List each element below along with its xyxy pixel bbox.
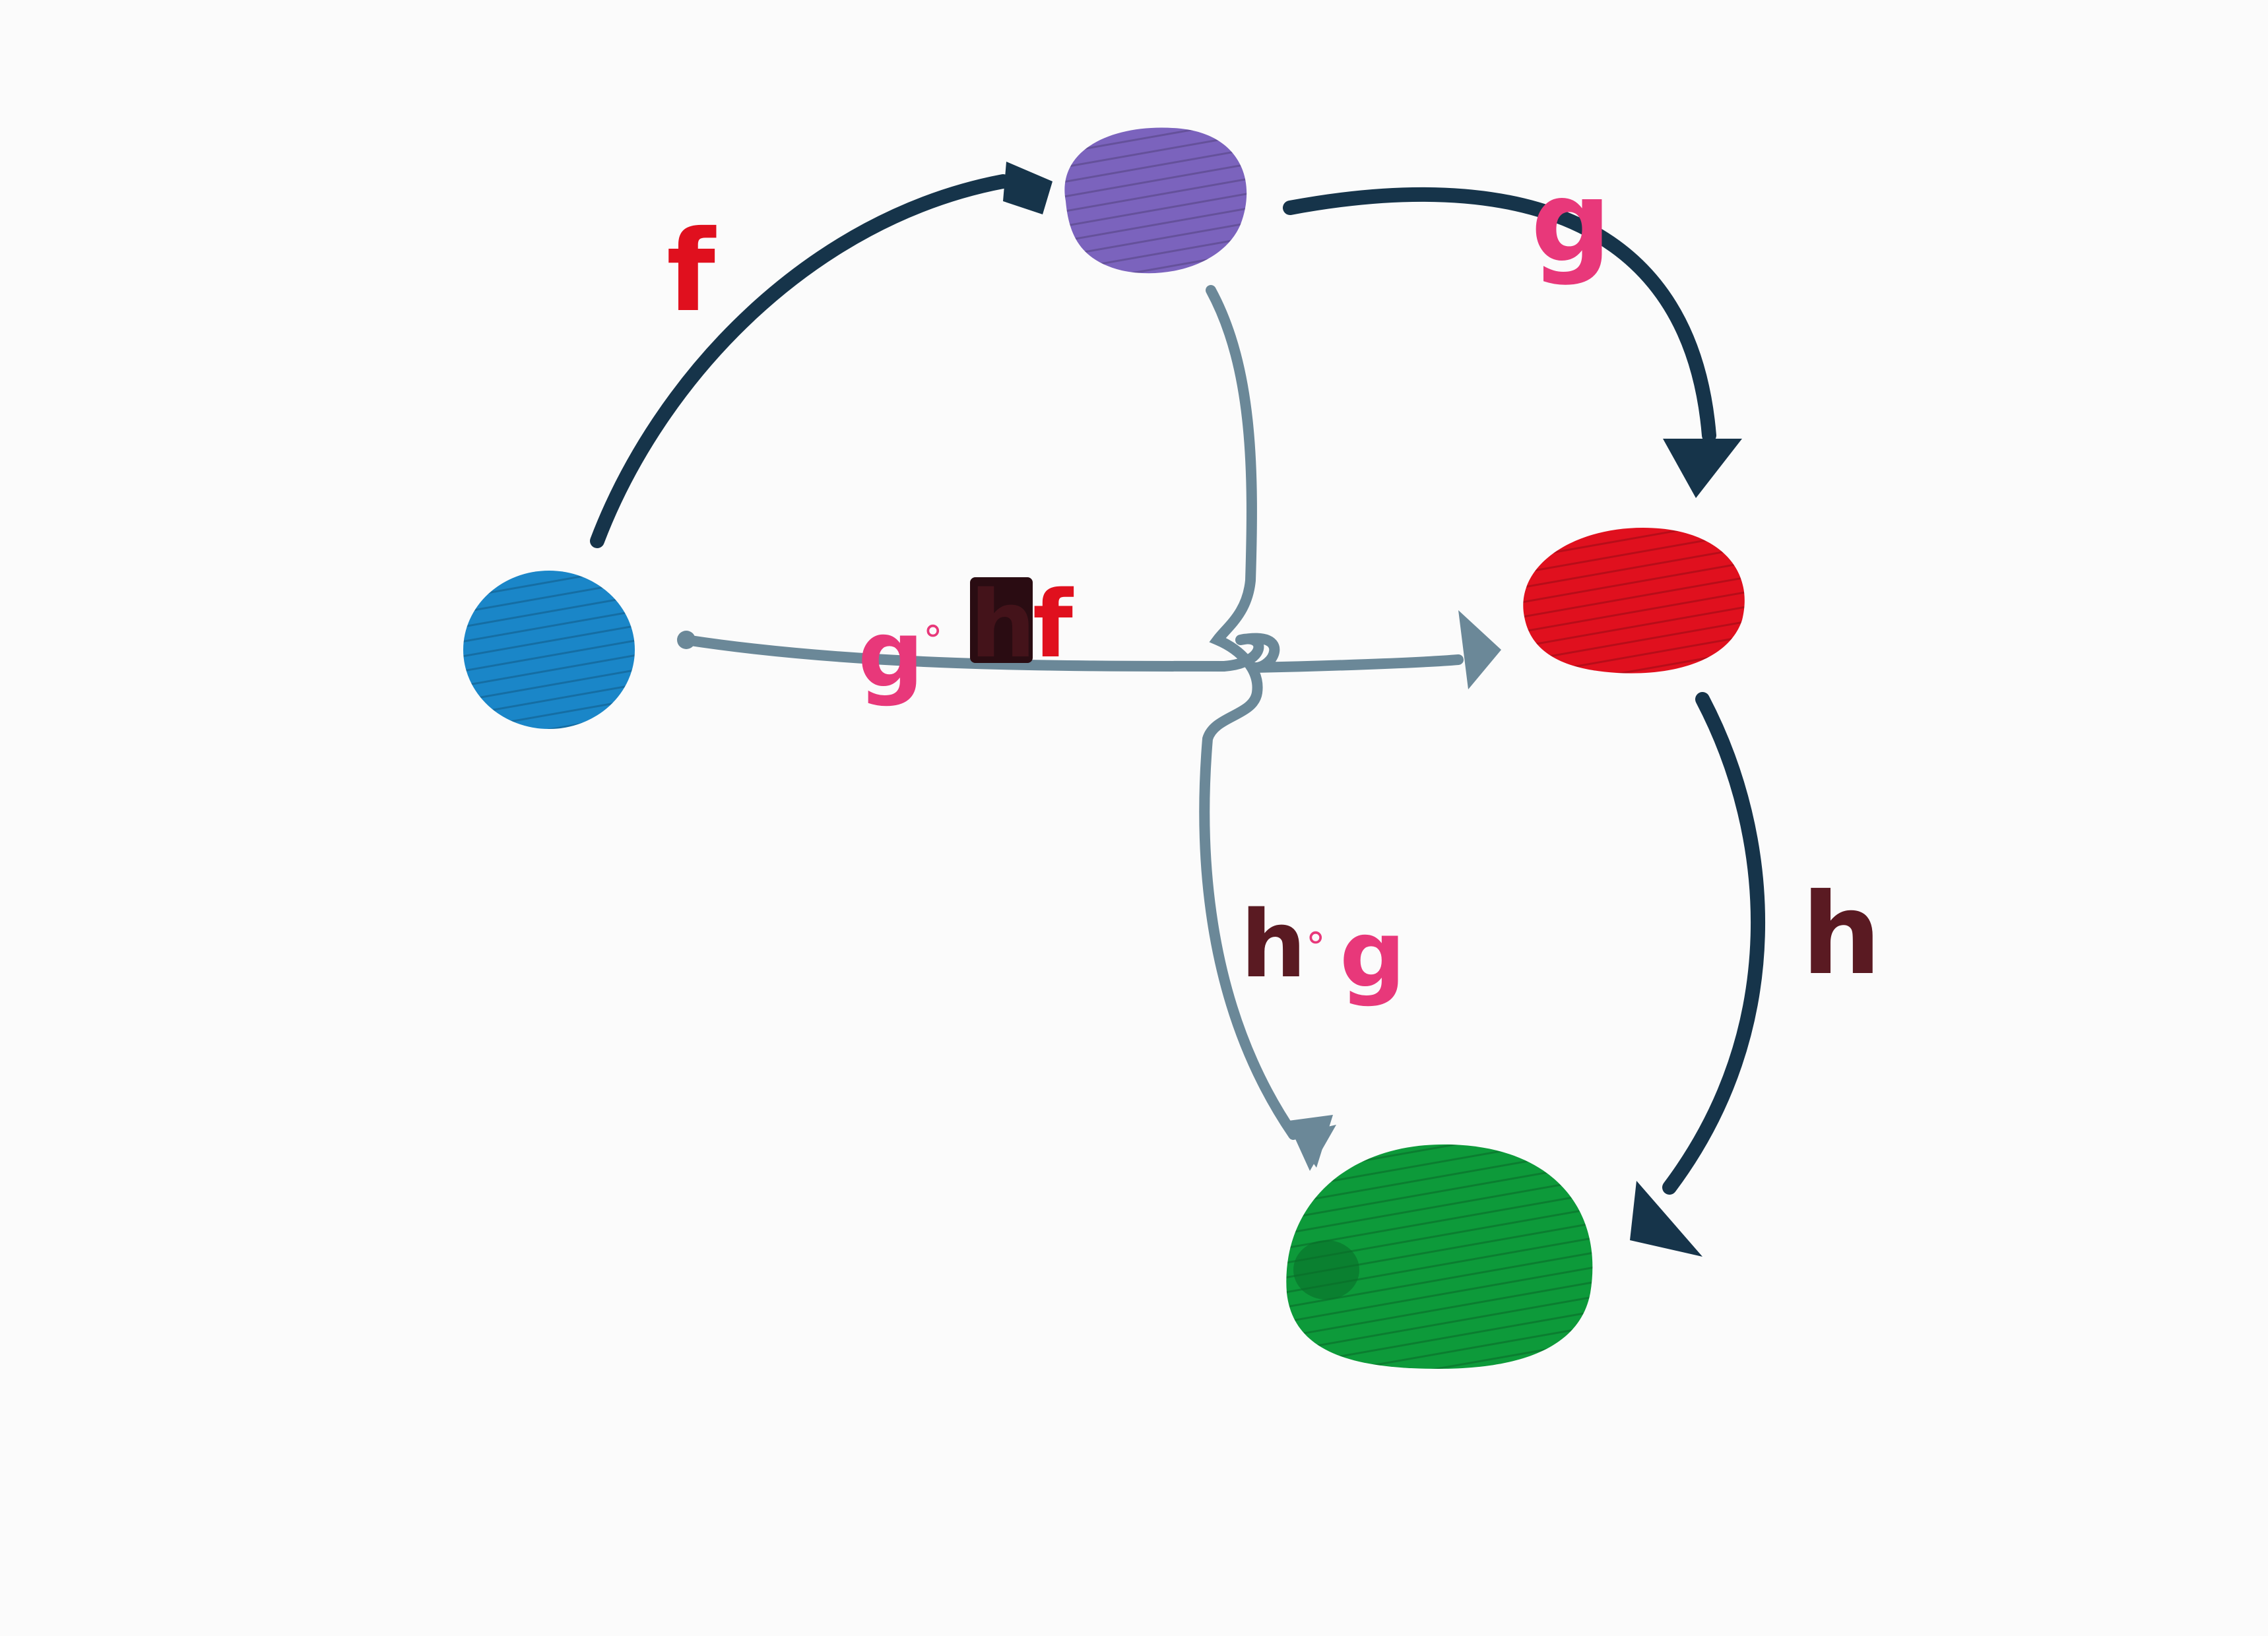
arrow-h-compose-g (1199, 285, 1336, 1171)
arrow-g-compose-f (677, 610, 1501, 689)
node-green (1286, 1144, 1593, 1369)
label-gof-h: h (970, 571, 1036, 679)
label-g-compose-f: g ∘ h f (858, 571, 1074, 708)
label-hog-h: h (1241, 891, 1307, 999)
arrow-g (1283, 187, 1742, 498)
label-f: f (666, 206, 717, 337)
label-g: g (1531, 157, 1611, 288)
label-hog-g: g (1340, 901, 1406, 1009)
node-blue (463, 571, 635, 729)
arrow-h (1630, 692, 1766, 1257)
node-red (1523, 528, 1745, 674)
label-gof-circ: ∘ (921, 607, 946, 653)
arrow-f (590, 162, 1053, 548)
label-gof-f: f (1033, 571, 1074, 679)
label-gof-g: g (858, 601, 924, 708)
label-hog-circ: ∘ (1303, 914, 1328, 960)
node-purple (1064, 127, 1247, 274)
label-h-compose-g: h ∘ g (1241, 891, 1406, 1009)
label-h: h (1801, 869, 1881, 1000)
crossed-out-smudge (970, 577, 1033, 663)
